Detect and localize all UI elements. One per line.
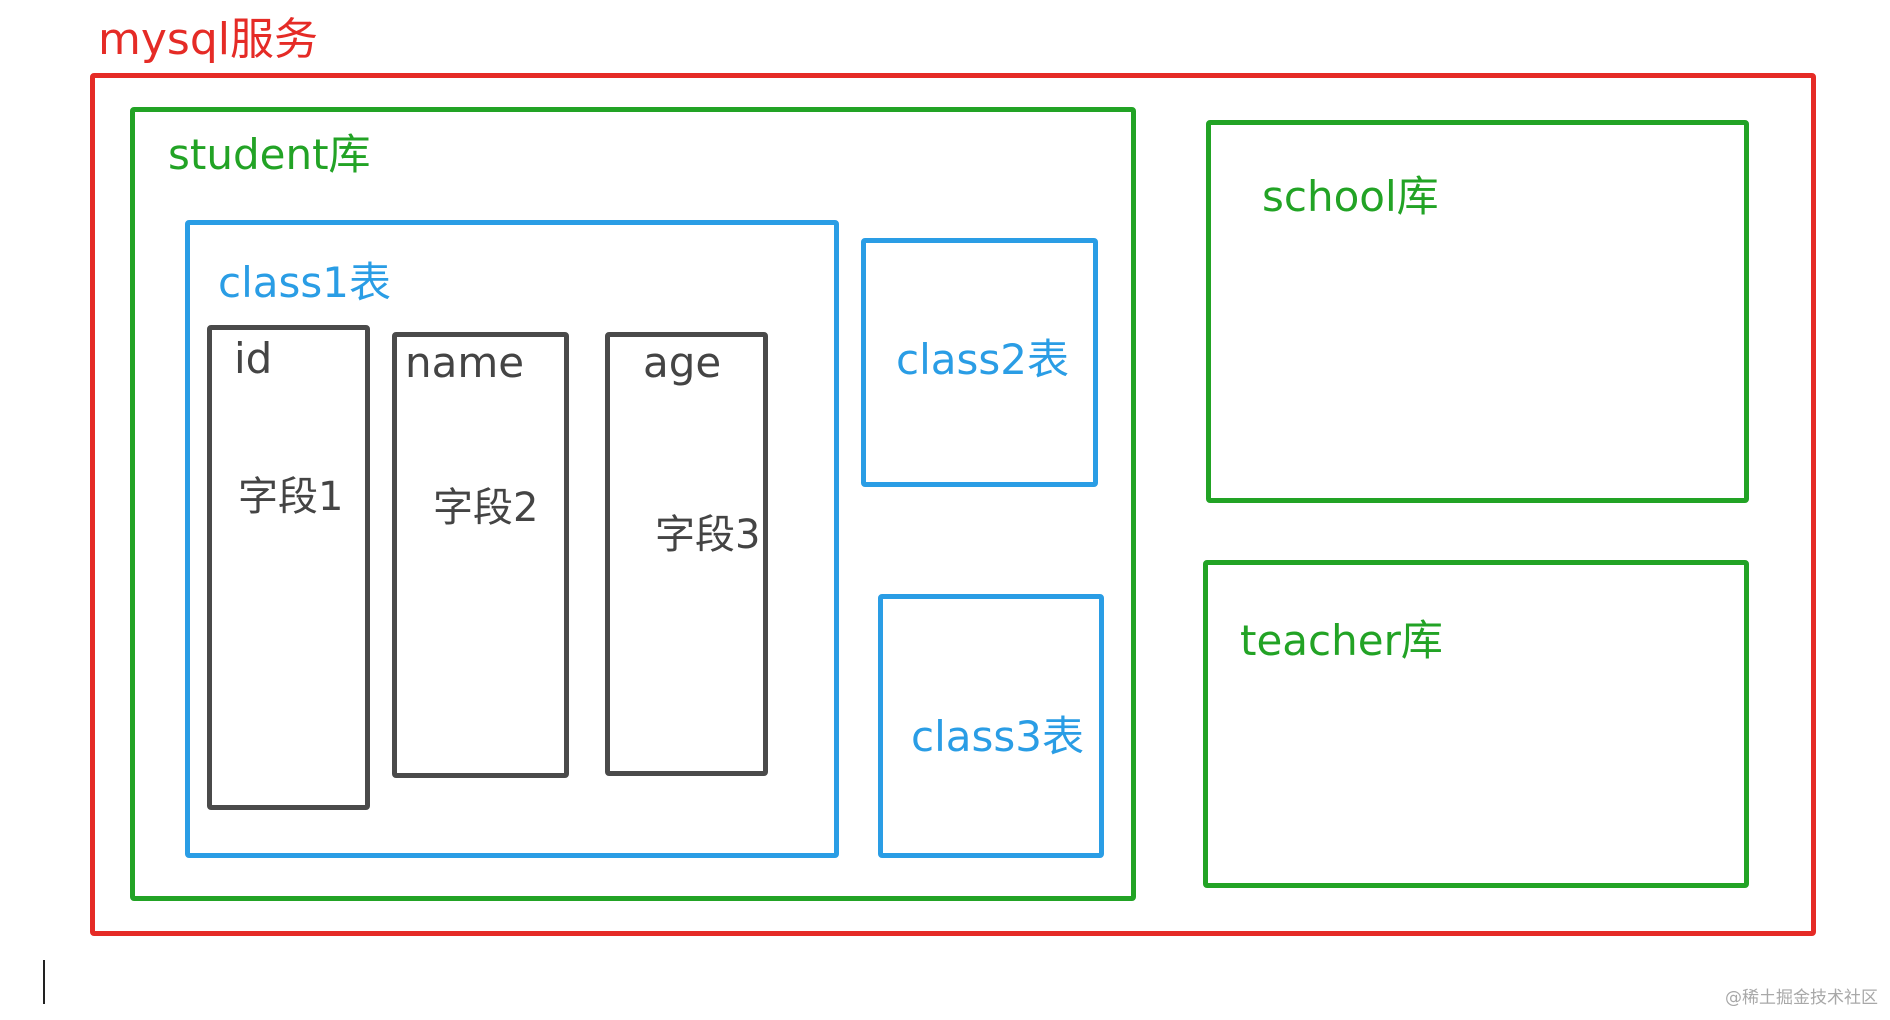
class1-table-label: class1表 bbox=[218, 258, 391, 307]
field-age-label: 字段3 bbox=[655, 512, 761, 558]
watermark: @稀土掘金技术社区 bbox=[1725, 988, 1878, 1008]
field-id-label: 字段1 bbox=[238, 474, 344, 520]
field-id-name: id bbox=[234, 334, 273, 383]
class2-table-label: class2表 bbox=[896, 335, 1069, 384]
class2-table-box bbox=[861, 238, 1098, 487]
teacher-database-label: teacher库 bbox=[1240, 616, 1443, 665]
text-cursor bbox=[43, 960, 45, 1004]
field-id-column bbox=[207, 325, 370, 810]
class3-table-label: class3表 bbox=[911, 712, 1084, 761]
service-label: mysql服务 bbox=[98, 14, 318, 65]
field-name-name: name bbox=[405, 338, 525, 387]
student-database-label: student库 bbox=[168, 130, 371, 179]
school-database-label: school库 bbox=[1262, 172, 1439, 221]
field-age-column bbox=[605, 332, 768, 776]
field-age-name: age bbox=[643, 338, 722, 387]
school-database-box bbox=[1206, 120, 1749, 503]
class1-table-box bbox=[185, 220, 839, 858]
mysql-service-box bbox=[90, 73, 1816, 936]
class3-table-box bbox=[878, 594, 1104, 858]
field-name-column bbox=[392, 332, 569, 778]
student-database-box bbox=[130, 107, 1136, 901]
teacher-database-box bbox=[1203, 560, 1749, 888]
field-name-label: 字段2 bbox=[433, 485, 539, 531]
